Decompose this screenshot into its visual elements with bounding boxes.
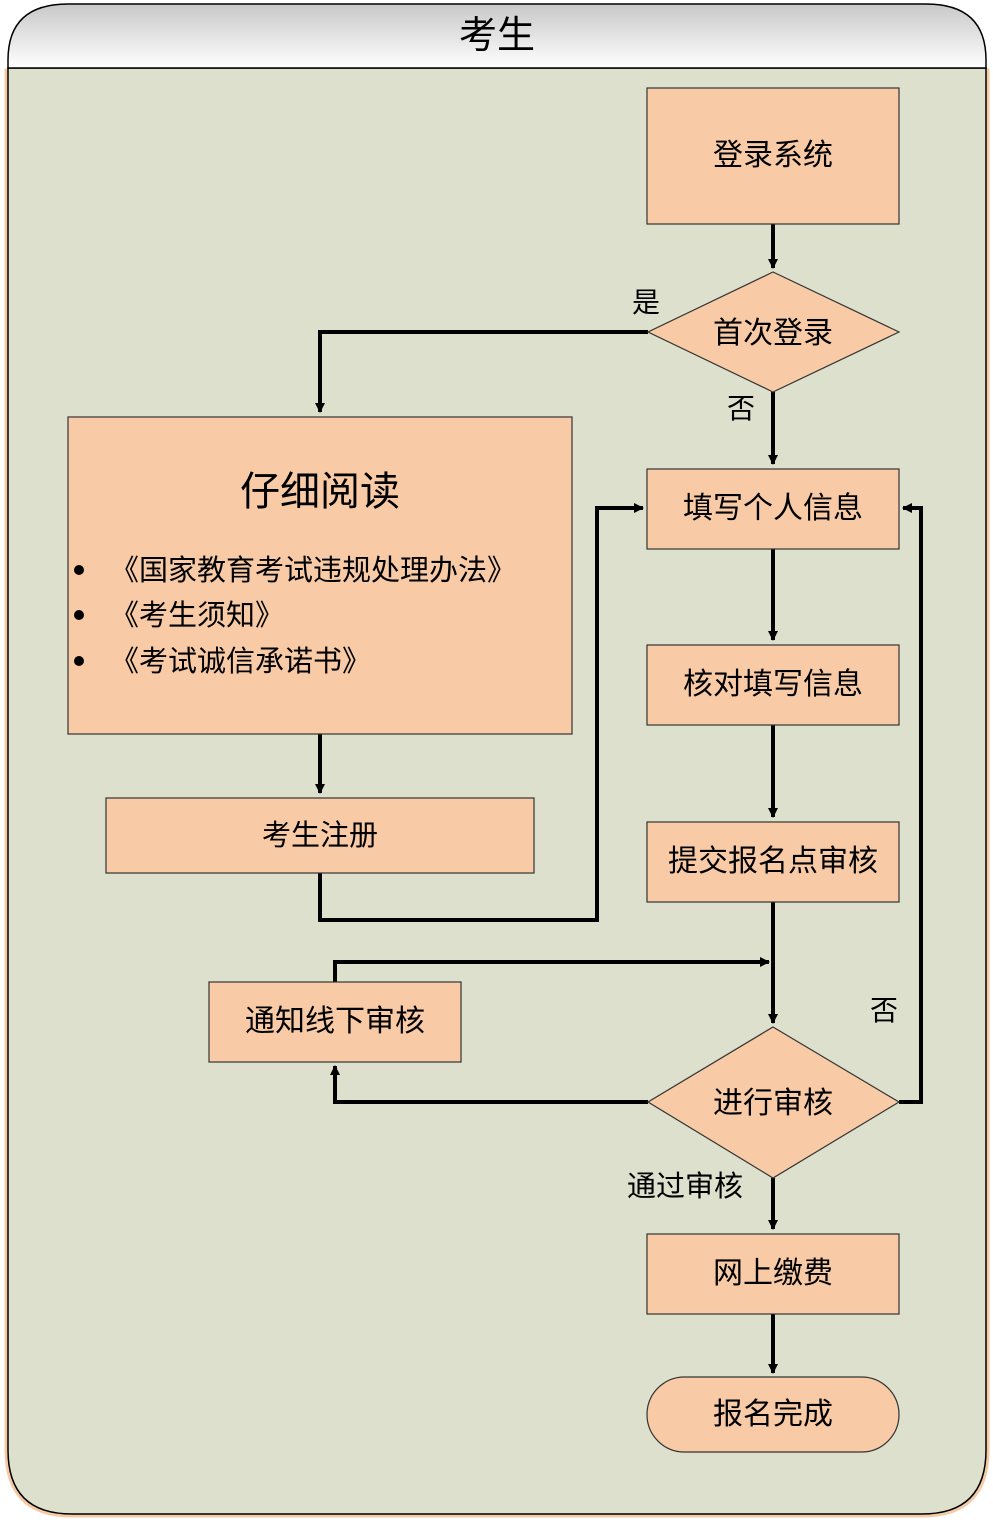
node-offline-review: 通知线下审核 — [208, 981, 462, 1063]
edge-label-review-no: 否 — [870, 994, 898, 1027]
node-check-info: 核对填写信息 — [646, 644, 900, 726]
edge-register-to-fill — [318, 503, 644, 922]
node-offline-review-label: 通知线下审核 — [245, 1004, 425, 1039]
bullet-icon — [74, 565, 84, 575]
node-login: 登录系统 — [646, 87, 900, 225]
node-register: 考生注册 — [105, 797, 535, 874]
node-check-info-label: 核对填写信息 — [683, 667, 863, 702]
edge-review-no — [899, 503, 923, 1104]
node-first-login-label: 首次登录 — [713, 316, 833, 351]
edge-first-login-yes — [315, 330, 648, 413]
node-submit-review-label: 提交报名点审核 — [668, 844, 878, 879]
bullet-icon — [74, 610, 84, 620]
node-register-label: 考生注册 — [262, 818, 378, 852]
edge-label-first-no: 否 — [727, 392, 755, 425]
node-login-label: 登录系统 — [713, 138, 833, 173]
node-done: 报名完成 — [646, 1376, 900, 1453]
node-first-login: 首次登录 — [646, 271, 901, 393]
edge-review-to-offline — [330, 1065, 648, 1104]
node-read-carefully: 仔细阅读 《国家教育考试违规处理办法》 《考生须知》 《考试诚信承诺书》 — [67, 416, 573, 735]
read-item-2: 《考生须知》 — [110, 598, 284, 632]
node-pay-online: 网上缴费 — [646, 1233, 900, 1315]
read-item-3: 《考试诚信承诺书》 — [110, 644, 371, 678]
edge-offline-to-review — [333, 957, 770, 982]
node-review: 进行审核 — [646, 1026, 901, 1179]
node-done-label: 报名完成 — [713, 1397, 833, 1432]
node-submit-review: 提交报名点审核 — [646, 821, 900, 903]
read-carefully-title: 仔细阅读 — [240, 469, 400, 515]
edge-label-yes: 是 — [632, 286, 660, 319]
connectors — [315, 224, 923, 1374]
node-review-label: 进行审核 — [713, 1086, 833, 1121]
bullet-icon — [74, 656, 84, 666]
read-item-1: 《国家教育考试违规处理办法》 — [110, 553, 516, 587]
lane-title: 考生 — [459, 13, 535, 57]
node-fill-info-label: 填写个人信息 — [683, 491, 863, 526]
edge-label-review-pass: 通过审核 — [627, 1169, 743, 1203]
lane-header — [7, 3, 987, 69]
node-fill-info: 填写个人信息 — [646, 468, 900, 550]
node-pay-online-label: 网上缴费 — [713, 1256, 833, 1291]
lane-shadow — [4, 68, 990, 1518]
